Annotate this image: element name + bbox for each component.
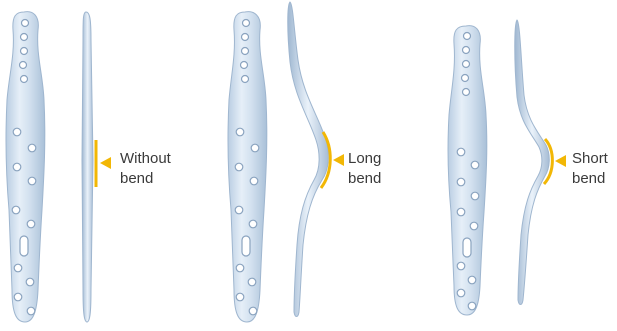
plate-front-view-3 [448, 26, 487, 315]
plate-side-view-1 [82, 12, 93, 322]
bend-label-3-line2: bend [572, 170, 605, 187]
variant-short-bend: Short bend [448, 20, 609, 315]
plate-side-view-3 [515, 20, 550, 305]
bend-label-3-line1: Short [572, 150, 609, 167]
bend-label-2-line1: Long [348, 150, 381, 167]
bend-label-1-line1: Without [120, 150, 172, 167]
plate-side-view-2 [288, 2, 329, 317]
plate-front-view-1 [6, 12, 45, 322]
bend-label-2-line2: bend [348, 170, 381, 187]
plate-front-view-2 [228, 12, 267, 322]
bend-label-1-line2: bend [120, 170, 153, 187]
variant-long-bend: Long bend [228, 2, 381, 322]
bend-marker-1 [96, 140, 111, 187]
variant-without-bend: Without bend [6, 12, 172, 322]
